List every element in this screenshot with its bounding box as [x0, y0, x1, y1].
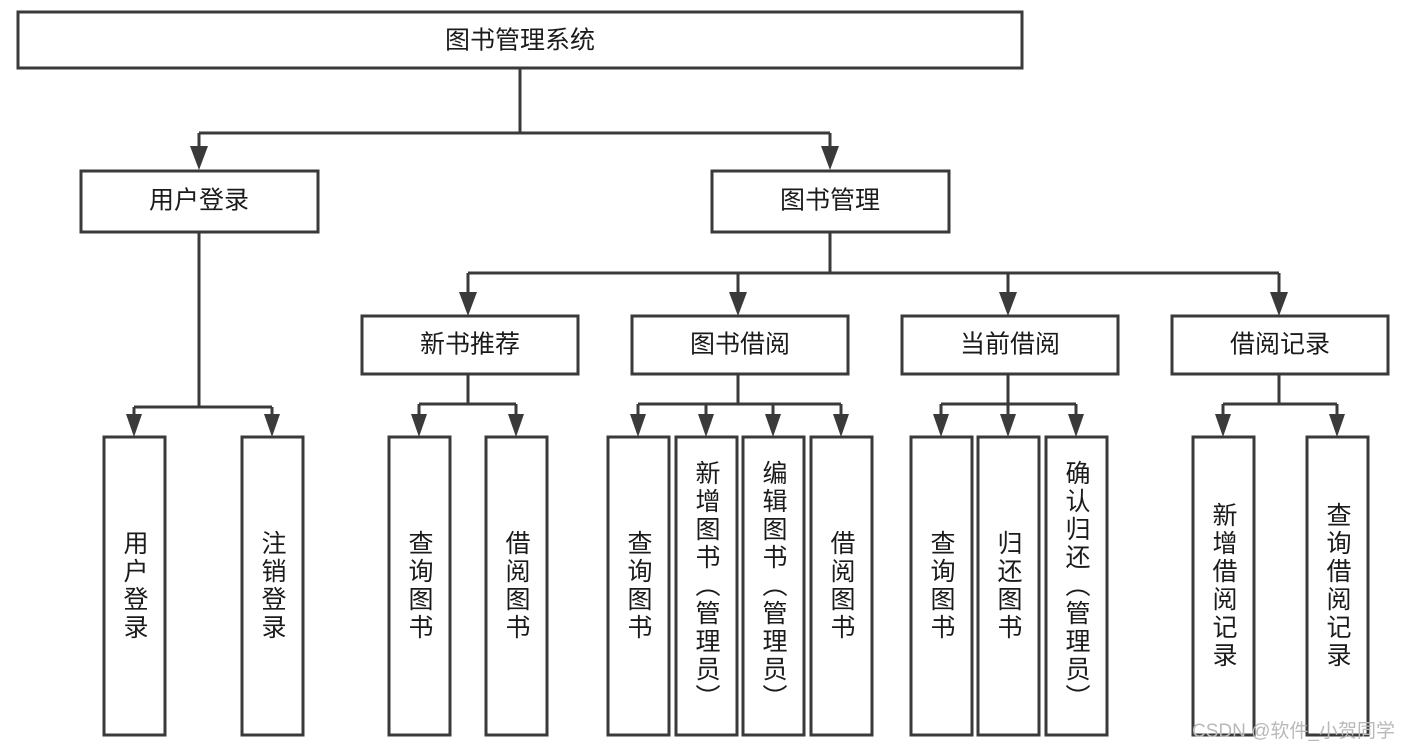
arrow-head-leaf-add-book — [698, 414, 714, 437]
arrow-head-leaf-logout — [264, 414, 280, 437]
arrow-head-new-book — [459, 292, 477, 316]
node-book-management[interactable]: 图书管理 — [710, 169, 951, 234]
node-new-book-recommend[interactable]: 新书推荐 — [360, 314, 580, 376]
leaf-node-borrow-book-borrow[interactable]: 借阅图书 — [809, 435, 874, 737]
leaf-node-borrow-book-recommend-label: 借阅图书 — [502, 530, 531, 642]
arrow-head-current-borrow — [999, 292, 1017, 316]
leaf-node-query-borrow-record-label: 查询借阅记录 — [1323, 502, 1352, 670]
leaf-node-query-book-current-label: 查询图书 — [927, 530, 956, 642]
arrow-head-leaf-return-book — [1000, 414, 1016, 437]
arrow-head-leaf-query-book-2 — [630, 414, 646, 437]
node-book-management-label: 图书管理 — [780, 187, 880, 215]
leaf-node-query-book-borrow[interactable]: 查询图书 — [606, 435, 671, 737]
node-root-system[interactable]: 图书管理系统 — [16, 10, 1024, 70]
connector-layer — [126, 68, 1345, 437]
node-book-borrow[interactable]: 图书借阅 — [630, 314, 850, 376]
leaf-node-query-book-recommend[interactable]: 查询图书 — [387, 435, 452, 737]
node-current-borrow[interactable]: 当前借阅 — [900, 314, 1120, 376]
arrow-head-leaf-query-book-3 — [933, 414, 949, 437]
arrow-head-leaf-query-book-1 — [411, 414, 427, 437]
arrow-head-user-login — [190, 146, 208, 170]
leaf-node-confirm-return-admin[interactable]: 确认归还（管理员） — [1044, 435, 1109, 737]
leaf-node-user-login[interactable]: 用户登录 — [102, 435, 167, 737]
leaf-node-user-login-label: 用户登录 — [120, 530, 149, 642]
arrow-head-book-borrow — [729, 292, 747, 316]
leaf-node-query-book-recommend-label: 查询图书 — [405, 530, 434, 642]
arrow-head-leaf-user-login — [126, 414, 142, 437]
arrow-head-leaf-confirm-return — [1068, 414, 1084, 437]
leaf-node-query-book-borrow-label: 查询图书 — [624, 530, 653, 642]
node-borrow-record-label: 借阅记录 — [1230, 331, 1330, 359]
arrow-head-book-manage — [821, 146, 839, 170]
arrow-head-leaf-add-record — [1215, 414, 1231, 437]
leaf-node-borrow-book-recommend[interactable]: 借阅图书 — [484, 435, 549, 737]
node-user-login-label: 用户登录 — [149, 187, 249, 215]
node-current-borrow-label: 当前借阅 — [960, 331, 1060, 359]
leaf-node-edit-book-admin-label: 编辑图书（管理员） — [759, 460, 788, 712]
arrow-head-leaf-edit-book — [765, 414, 781, 437]
leaf-node-return-book-label: 归还图书 — [994, 530, 1023, 642]
arrow-head-leaf-query-record — [1329, 414, 1345, 437]
leaf-node-add-borrow-record-label: 新增借阅记录 — [1209, 502, 1238, 670]
leaf-node-borrow-book-borrow-label: 借阅图书 — [827, 530, 856, 642]
node-user-login[interactable]: 用户登录 — [79, 169, 320, 234]
node-new-book-recommend-label: 新书推荐 — [420, 331, 520, 359]
leaf-node-edit-book-admin[interactable]: 编辑图书（管理员） — [741, 435, 806, 737]
leaf-node-return-book[interactable]: 归还图书 — [976, 435, 1041, 737]
leaf-node-query-book-current[interactable]: 查询图书 — [909, 435, 974, 737]
leaf-node-logout-label: 注销登录 — [258, 530, 287, 642]
leaf-node-query-borrow-record[interactable]: 查询借阅记录 — [1305, 435, 1370, 737]
node-root-system-label: 图书管理系统 — [445, 27, 595, 55]
arrow-head-borrow-record — [1270, 292, 1288, 316]
leaf-node-logout[interactable]: 注销登录 — [240, 435, 305, 737]
arrow-head-leaf-borrow-book-2 — [833, 414, 849, 437]
node-book-borrow-label: 图书借阅 — [690, 331, 790, 359]
leaf-node-add-borrow-record[interactable]: 新增借阅记录 — [1191, 435, 1256, 737]
node-borrow-record[interactable]: 借阅记录 — [1170, 314, 1390, 376]
leaf-node-confirm-return-admin-label: 确认归还（管理员） — [1062, 460, 1091, 712]
arrow-head-leaf-borrow-book-1 — [508, 414, 524, 437]
leaf-node-add-book-admin-label: 新增图书（管理员） — [692, 460, 721, 712]
leaf-node-add-book-admin[interactable]: 新增图书（管理员） — [674, 435, 739, 737]
